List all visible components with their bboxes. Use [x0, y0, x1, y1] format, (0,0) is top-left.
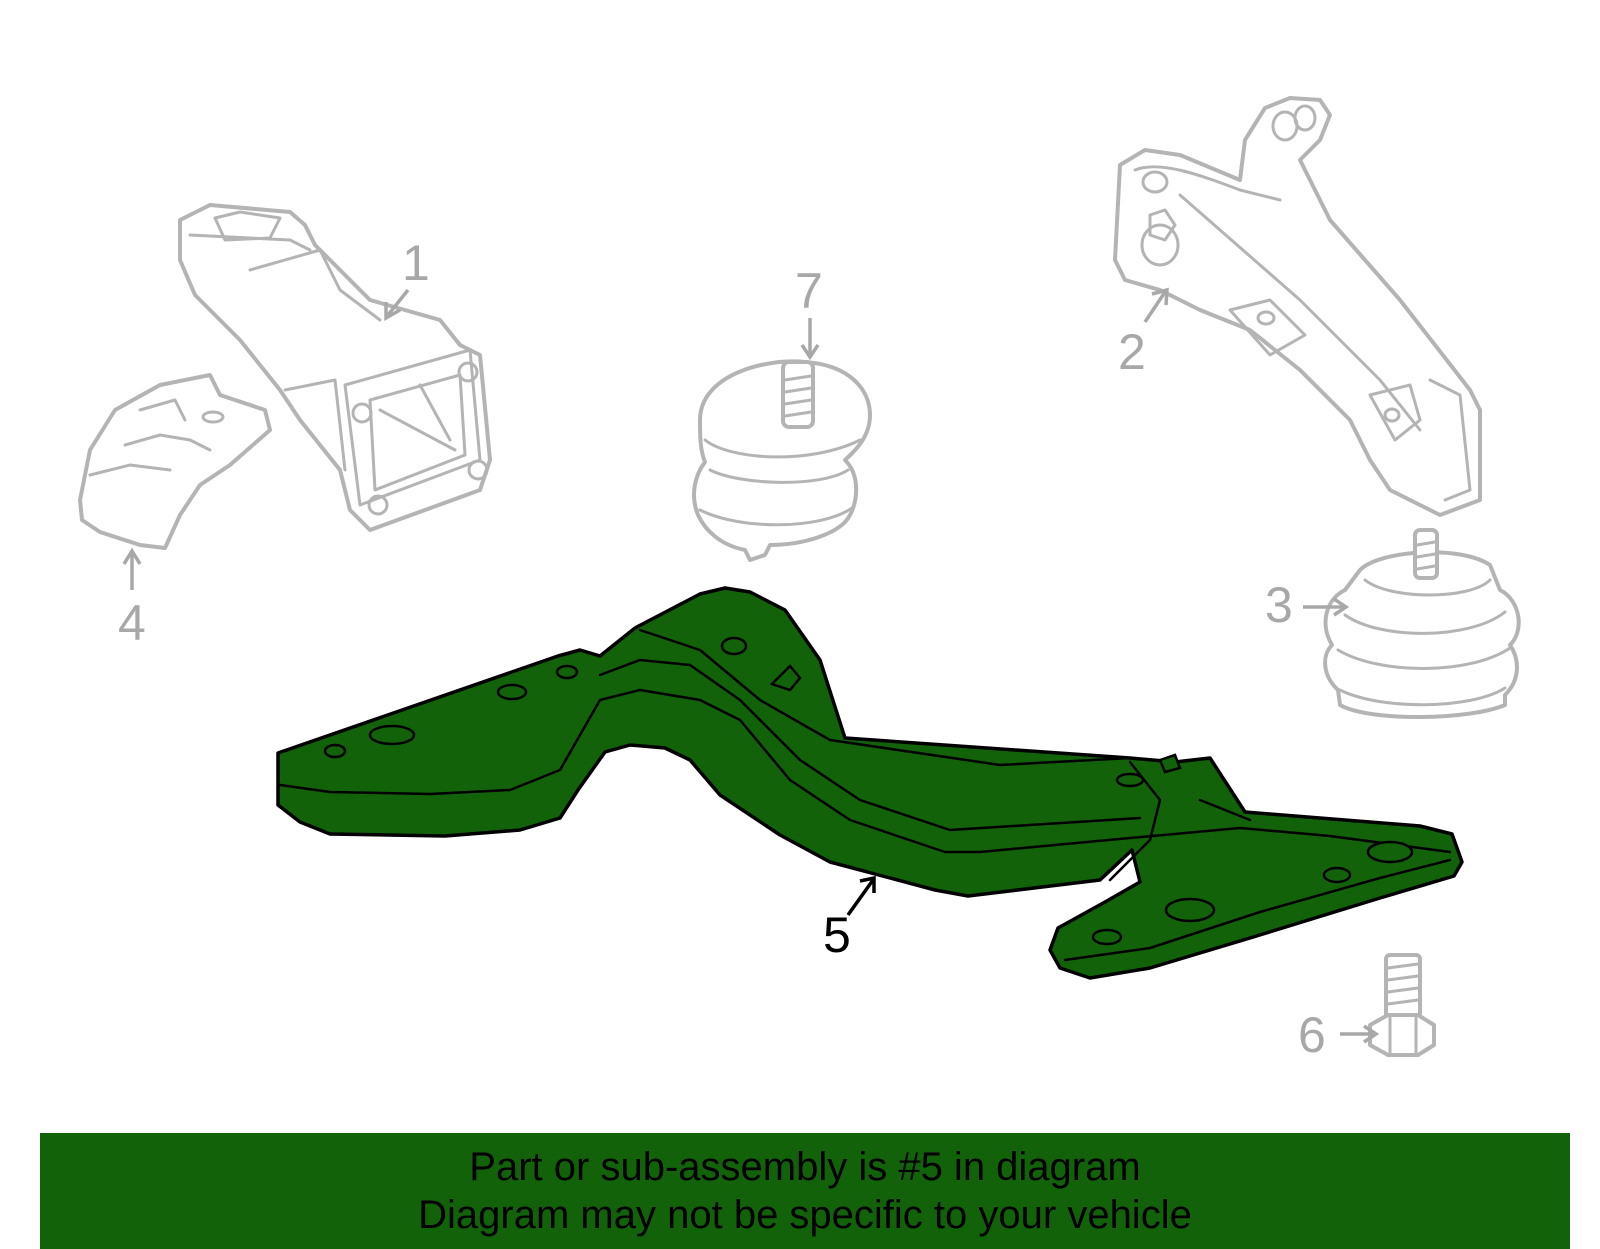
- part-6-bolt: [1368, 953, 1436, 1057]
- callout-arrows: [122, 287, 1380, 1044]
- caption-part-number: Part or sub-assembly is #5 in diagram: [469, 1145, 1141, 1189]
- arrow-2: [1143, 291, 1167, 323]
- arrow-5: [846, 878, 875, 917]
- callout-5: 5: [823, 907, 851, 963]
- arrow-3-head: [1333, 597, 1350, 617]
- caption-bar: Part or sub-assembly is #5 in diagram Di…: [40, 1133, 1570, 1249]
- arrow-6-head: [1363, 1024, 1380, 1044]
- arrow-1-head: [384, 302, 401, 322]
- callout-2: 2: [1118, 324, 1146, 380]
- part-5-crossmember: [276, 586, 1464, 980]
- arrow-1: [386, 288, 410, 317]
- arrow-4-head: [122, 547, 142, 565]
- arrow-7-head: [800, 344, 820, 361]
- callout-4: 4: [118, 595, 146, 651]
- callout-7: 7: [795, 263, 823, 319]
- part-7-mount: [692, 359, 872, 562]
- arrow-5-head: [859, 875, 876, 893]
- part-2-bracket: [1113, 96, 1482, 517]
- callout-3: 3: [1265, 577, 1293, 633]
- part-3-hydraulic-mount: [1323, 528, 1521, 719]
- caption-disclaimer: Diagram may not be specific to your vehi…: [418, 1193, 1192, 1237]
- part-4-heat-shield: [78, 373, 272, 550]
- callout-6: 6: [1298, 1007, 1326, 1063]
- part-1-mount-bracket: [178, 203, 492, 532]
- callout-1: 1: [402, 235, 430, 291]
- arrow-2-head: [1151, 287, 1169, 306]
